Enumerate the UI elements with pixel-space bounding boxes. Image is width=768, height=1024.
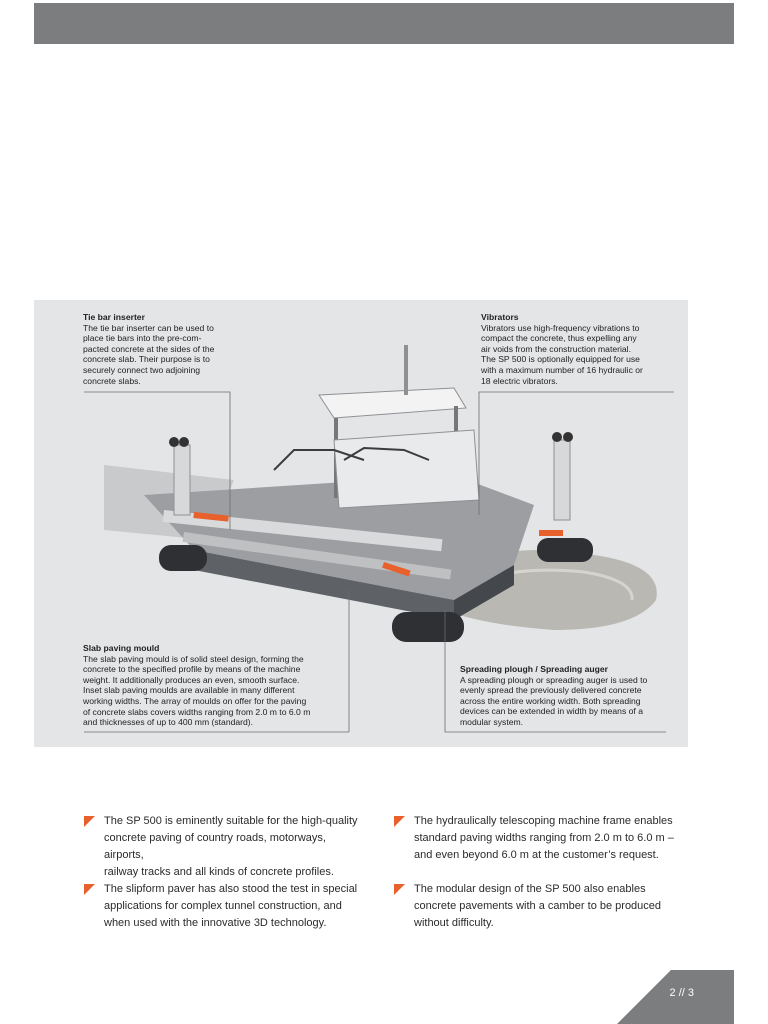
callout-title: Vibrators	[481, 312, 519, 322]
callout-title: Spreading plough / Spreading auger	[460, 664, 609, 674]
bullet-marker-icon	[394, 816, 405, 827]
machine-illustration-panel: Tie bar inserter The tie bar inserter ca…	[34, 300, 688, 747]
bullet-text: The SP 500 is eminently suitable for the…	[104, 815, 358, 878]
callout-body: The slab paving mould is of solid steel …	[83, 653, 311, 728]
bullet-text: The modular design of the SP 500 also en…	[414, 883, 662, 929]
slipform-paver-illustration	[84, 345, 674, 733]
callout-title: Tie bar inserter	[83, 312, 145, 322]
list-item: The SP 500 is eminently suitable for the…	[84, 813, 364, 881]
callout-vibrators: Vibrators Vibrators use high-frequency v…	[481, 312, 681, 386]
callout-title: Slab paving mould	[83, 643, 160, 653]
callout-body: The tie bar inserter can be used to plac…	[83, 322, 215, 386]
bullet-text: The hydraulically telescoping machine fr…	[414, 815, 674, 861]
list-item: The modular design of the SP 500 also en…	[394, 881, 674, 932]
bullet-marker-icon	[394, 884, 405, 895]
callout-slab-paving-mould: Slab paving mould The slab paving mould …	[83, 643, 353, 728]
page-number-tab: 2 // 3	[617, 970, 734, 1024]
bullet-marker-icon	[84, 816, 95, 827]
bullet-text: The slipform paver has also stood the te…	[104, 883, 358, 929]
callout-tie-bar-inserter: Tie bar inserter The tie bar inserter ca…	[83, 312, 243, 386]
callout-spreading-plough: Spreading plough / Spreading auger A spr…	[460, 664, 680, 728]
header-bar	[34, 3, 734, 44]
page-number: 2 // 3	[669, 987, 694, 999]
list-item: The hydraulically telescoping machine fr…	[394, 813, 674, 864]
bullet-marker-icon	[84, 884, 95, 895]
callout-body: A spreading plough or spreading auger is…	[460, 674, 648, 727]
callout-body: Vibrators use high-frequency vibrations …	[481, 322, 643, 386]
list-item: The slipform paver has also stood the te…	[84, 881, 364, 932]
